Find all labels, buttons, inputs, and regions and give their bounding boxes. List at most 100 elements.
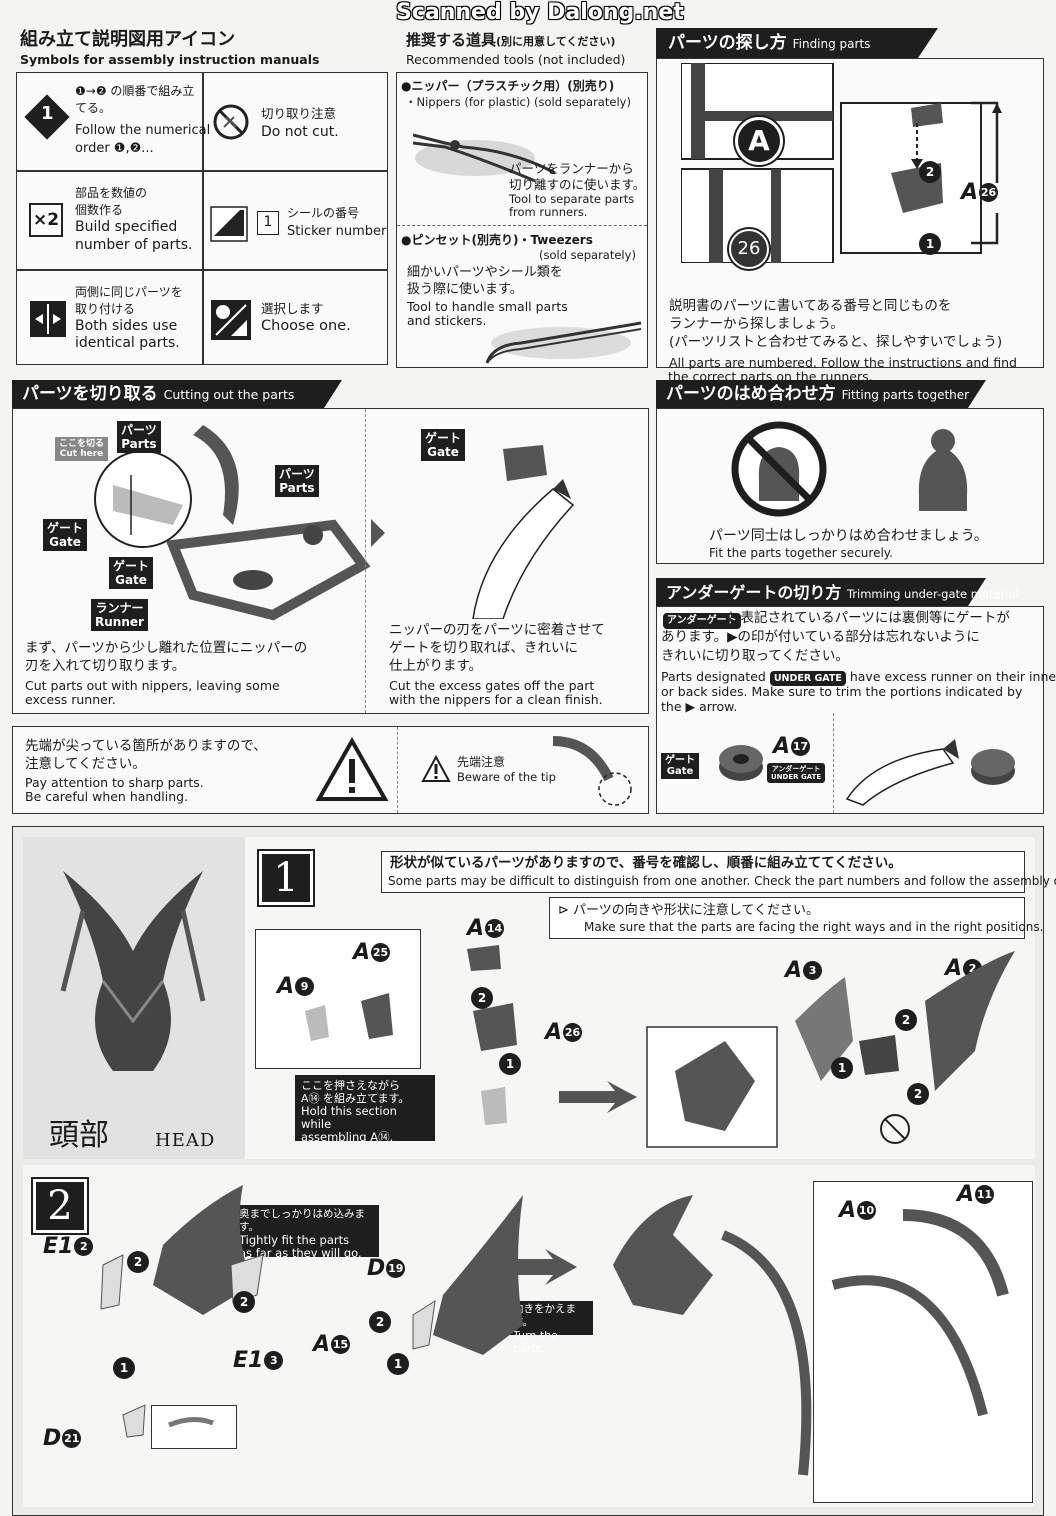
sticker-icon (210, 206, 248, 242)
undergate-section: アンダーゲートの切り方 Trimming under-gate material… (656, 578, 1056, 814)
cutting-right-en1: Cut the excess gates off the part (389, 678, 595, 693)
step1-notice: 形状が似ているパーツがありますので、番号を確認し、順番に組み立ててください。 S… (381, 851, 1056, 893)
step1-panel: 1 形状が似ているパーツがありますので、番号を確認し、順番に組み立ててください。… (245, 837, 1056, 1159)
tip-jp: 先端注意 (457, 755, 506, 769)
symbol-multi-en1: Build specified (75, 219, 178, 235)
step2-num1-a: 1 (113, 1357, 135, 1379)
symbol-both-jp1: 両側に同じパーツを (75, 285, 183, 299)
sharp-section: 先端が尖っている箇所がありますので、 注意してください。 Pay attenti… (12, 726, 649, 814)
step2-number: 2 (33, 1179, 87, 1233)
symbol-nocut-en: Do not cut. (261, 124, 339, 140)
tweezers-desc-jp2: 扱う際に使います。 (407, 282, 523, 297)
step1-caution-en: Make sure that the parts are facing the … (584, 920, 1044, 934)
step2-num2-b: 2 (233, 1291, 255, 1313)
nippers-desc-en2: from runners. (509, 205, 588, 219)
sharp-jp1: 先端が尖っている箇所がありますので、 (25, 738, 267, 754)
symbol-nocut-jp: 切り取り注意 (261, 106, 337, 121)
cutting-left-jp2: 刃を入れて切り取ります。 (25, 658, 186, 674)
step1-num2-a: 2 (471, 987, 493, 1009)
finding-en2: the correct parts on the runners. (668, 369, 873, 384)
fit-note: 奥までしっかりはめ込みます。 Tightly fit the parts as … (233, 1205, 379, 1260)
symbols-title-en: Symbols for assembly instruction manuals (20, 52, 320, 67)
head-panel: 頭部 HEAD (23, 837, 245, 1159)
fitting-en: Fit the parts together securely. (709, 546, 893, 560)
clean-cut-diagram (472, 445, 575, 619)
both-sides-icon (30, 301, 66, 337)
tweezers-icon (485, 321, 642, 364)
cutting-left-en1: Cut parts out with nippers, leaving some (25, 678, 280, 693)
undergate-en3: the ▶ arrow. (661, 699, 738, 714)
nippers-desc-en1: Tool to separate parts (509, 192, 635, 206)
correct-fit-icon (918, 429, 968, 511)
undergate-jp1: と表記されているパーツには裏側等にゲートが (727, 610, 1010, 626)
finding-jp3: (パーツリストと合わせてみると、探しやすいでしょう) (669, 334, 1003, 350)
sharp-en1: Pay attention to sharp parts. (25, 775, 204, 790)
finding-title: パーツの探し方 Finding parts (668, 33, 871, 53)
symbol-both-jp2: 取り付ける (75, 302, 136, 316)
cutting-left-en2: excess runner. (25, 692, 116, 707)
cutting-right-jp3: 仕上がります。 (389, 658, 483, 674)
build-multiple-icon: ×2 (29, 203, 63, 237)
finding-en1: All parts are numbered. Follow the instr… (669, 355, 1017, 370)
nippers-desc-jp2: 切り離すのに使います。 (509, 177, 646, 192)
step2-diagram (100, 1185, 1009, 1476)
step1-num2-c: 2 (907, 1083, 929, 1105)
finding-step-2-icon: 2 (919, 161, 941, 183)
tip-en: Beware of the tip (457, 770, 556, 784)
cutting-right-jp2: ゲートを切り取れば、きれいに (389, 640, 578, 656)
warning-icon (315, 737, 389, 801)
finding-jp2: ランナーから探しましょう。 (669, 316, 844, 332)
undergate-jp2: あります。▶の印が付いている部分は忘れないように (661, 629, 980, 645)
do-not-cut-icon (213, 104, 249, 140)
tweezers-desc-en1: Tool to handle small parts (407, 299, 568, 314)
tweezers-label-jp: ●ピンセット(別売り)・Tweezers (401, 233, 593, 247)
nippers-label-jp: ●ニッパー（プラスチック用）(別売り) (401, 79, 615, 93)
tools-title-en: Recommended tools (not included) (406, 52, 626, 67)
undergate-en2: or back sides. Make sure to trim the por… (661, 684, 1023, 699)
runner-letter-a-icon: A (735, 117, 783, 165)
undergate-badge: アンダーゲート (663, 613, 741, 629)
step1-num1-a: 1 (499, 1053, 521, 1075)
symbol-order-en1: Follow the numerical (75, 123, 211, 138)
symbol-order-en2: order ❶,❷... (75, 141, 154, 156)
symbol-choose-en: Choose one. (261, 318, 351, 334)
assembly-area: 頭部 HEAD 1 形状が似ているパーツがありますので、番号を確認し、順番に組み… (12, 826, 1056, 1516)
tweezers-desc-en2: and stickers. (407, 313, 487, 328)
step1-num1-b: 1 (831, 1057, 853, 1079)
sticker-number-icon: 1 (257, 211, 279, 235)
symbol-multi-jp1: 部品を数値の (75, 186, 148, 200)
undergate-en1: Parts designated UNDER GATE have excess … (661, 669, 1056, 686)
watermark: Scanned by Dalong.net (396, 0, 684, 25)
step1-caution: ⊳ パーツの向きや形状に注意してください。 Make sure that the… (549, 897, 1043, 939)
cutting-right-en2: with the nippers for a clean finish. (389, 692, 603, 707)
symbol-sticker-en: Sticker number (287, 224, 387, 239)
wrong-fit-icon (731, 421, 827, 517)
symbol-multi-jp2: 個数作る (75, 203, 124, 217)
fitting-jp: パーツ同士はしっかりはめ合わせましょう。 (709, 528, 988, 544)
tweezers-label-en: (sold separately) (539, 248, 636, 262)
cutting-title: パーツを切り取る Cutting out the parts (22, 384, 295, 404)
nippers-label-en: ・Nippers (for plastic) (sold separately) (405, 95, 631, 109)
step1-subbox (255, 929, 421, 1069)
step2-subbox-left (151, 1405, 237, 1449)
step1-caution-jp: ⊳ パーツの向きや形状に注意してください。 (558, 903, 819, 918)
sharp-jp2: 注意してください。 (25, 756, 146, 772)
symbols-section: 組み立て説明図用アイコン Symbols for assembly instru… (14, 28, 389, 368)
runner-number-icon: 26 (729, 229, 769, 269)
